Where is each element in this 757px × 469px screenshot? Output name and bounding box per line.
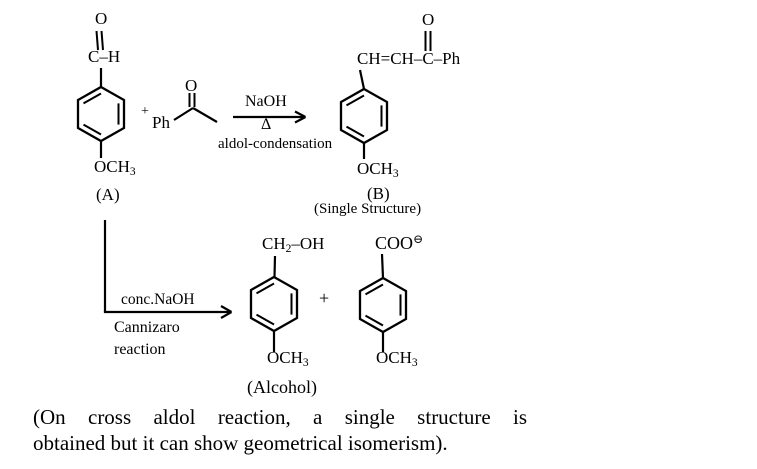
benzene-ring-acid	[358, 276, 408, 334]
label-a: (A)	[96, 185, 120, 204]
formula-text: –OH	[291, 234, 325, 253]
aldol-reaction-arrow	[233, 110, 307, 124]
alcohol-methoxy-group: OCH3	[267, 348, 309, 369]
a-carbonyl-oxygen: O	[95, 9, 108, 28]
structure-a-bonds	[76, 30, 126, 158]
formula-text: COO	[375, 233, 414, 253]
formula-subscript: 3	[392, 168, 399, 180]
formula-subscript: 3	[129, 166, 136, 178]
acetophenone-bonds	[173, 93, 218, 123]
benzene-ring-a	[76, 85, 126, 143]
alcohol-group-formula: CH2–OH	[262, 234, 325, 255]
carboxylate-group-formula: COO⊖	[375, 232, 424, 253]
formula-text: OCH	[94, 157, 130, 176]
a-methoxy-group: OCH3	[94, 157, 136, 178]
cannizzaro-reagent: conc.NaOH	[121, 291, 195, 308]
carboxylate-structure-bonds	[358, 253, 408, 352]
formula-text: OCH	[376, 348, 412, 367]
alcohol-structure-bonds	[249, 255, 299, 352]
formula-text: OCH	[267, 348, 303, 367]
structure-b-bonds	[339, 31, 432, 159]
caption-line-1: (On cross aldol reaction, a single struc…	[33, 405, 527, 429]
aldol-reaction-name: aldol-condensation	[218, 136, 333, 152]
benzene-ring-alcohol	[249, 275, 299, 333]
formula-text: CH	[262, 234, 286, 253]
a-aldehyde-group: C–H	[88, 47, 121, 66]
formula-subscript: 2	[285, 243, 292, 255]
plus-sign-bottom: +	[319, 288, 330, 308]
aldol-condition-delta: Δ	[261, 116, 272, 133]
caption-line-2: obtained but it can show geometrical iso…	[33, 431, 448, 455]
carboxylate-methoxy-group: OCH3	[376, 348, 418, 369]
plus-sign-top: +	[141, 104, 149, 119]
benzene-ring-b	[339, 87, 389, 145]
minus-charge-symbol: ⊖	[413, 232, 424, 246]
label-b: (B)	[367, 184, 390, 203]
b-carbonyl-oxygen: O	[422, 10, 435, 29]
b-chain-formula: CH=CH–C–Ph	[357, 49, 461, 68]
formula-text: OCH	[357, 159, 393, 178]
b-methoxy-group: OCH3	[357, 159, 399, 180]
formula-subscript: 3	[411, 357, 418, 369]
label-single-structure: (Single Structure)	[314, 201, 422, 217]
label-alcohol: (Alcohol)	[247, 377, 317, 397]
cannizzaro-name-line2: reaction	[114, 341, 166, 358]
aldol-reagent: NaOH	[245, 93, 287, 110]
acetophenone-ph: Ph	[152, 113, 170, 132]
cannizzaro-reaction-arrow	[103, 220, 233, 319]
cannizzaro-name-line1: Cannizaro	[114, 319, 180, 336]
formula-subscript: 3	[302, 357, 309, 369]
acetophenone-oxygen: O	[185, 76, 198, 95]
